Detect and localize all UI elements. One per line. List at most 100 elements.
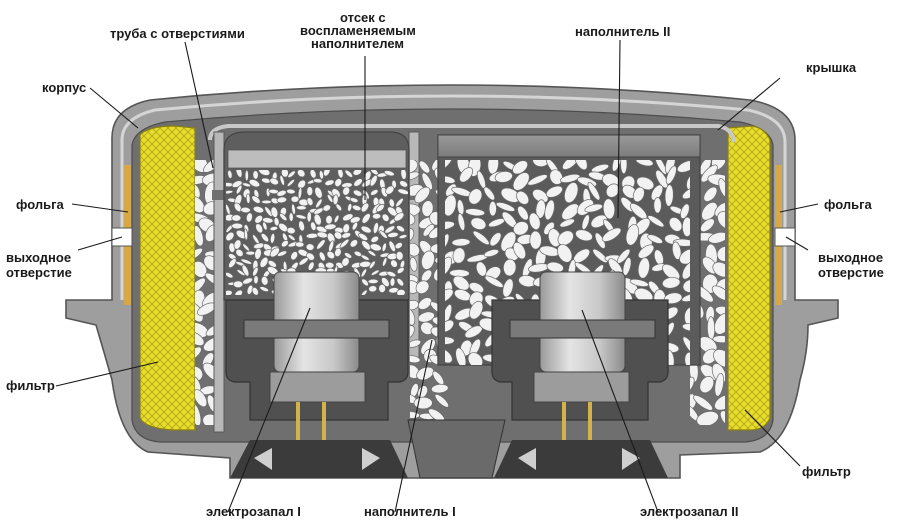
label-ignitor-2: электрозапал II: [640, 504, 738, 519]
pellet: [418, 160, 431, 174]
pellet: [235, 248, 244, 257]
pellet: [681, 187, 690, 200]
pellet: [260, 233, 270, 243]
pellet: [445, 175, 456, 184]
pellet: [383, 170, 395, 177]
pellet: [452, 275, 470, 291]
label-ignitor-1: электрозапал I: [206, 504, 301, 519]
pellet: [279, 213, 288, 222]
pellet: [341, 232, 352, 239]
pellet: [361, 213, 371, 224]
pellet: [417, 311, 435, 323]
labels: корпус труба с отверстиями отсек с воспл…: [6, 10, 884, 519]
pellet: [258, 170, 271, 176]
base-center: [407, 419, 506, 479]
pellet: [376, 203, 385, 213]
pellet: [269, 226, 279, 231]
pellet: [396, 289, 406, 295]
pellet: [195, 331, 205, 347]
label-outlet-right-line2: отверстие: [818, 265, 884, 280]
pellet: [314, 186, 323, 199]
pellet: [472, 230, 490, 246]
pellet: [647, 215, 665, 228]
pellet: [394, 242, 403, 250]
pellet: [235, 170, 243, 178]
pellet: [358, 232, 369, 241]
pellet: [333, 231, 343, 240]
pellet: [562, 160, 579, 170]
pellet: [470, 217, 487, 230]
pellet: [516, 190, 530, 205]
pellet: [264, 206, 273, 217]
pellet: [637, 244, 655, 259]
label-filter-left: фильтр: [6, 378, 55, 393]
pellet: [696, 410, 719, 425]
pellet: [494, 171, 513, 183]
pellet: [323, 170, 331, 177]
pellet: [718, 178, 725, 198]
pellet: [233, 239, 242, 250]
pellet: [590, 214, 608, 229]
pellet: [370, 235, 380, 243]
pellet: [195, 346, 202, 361]
pellet: [388, 240, 396, 253]
pellet: [252, 170, 259, 180]
pellet: [254, 247, 262, 260]
pellet: [410, 256, 418, 272]
pellet: [399, 180, 408, 188]
cover: [208, 124, 736, 143]
pellet: [279, 174, 285, 186]
pellet: [587, 181, 601, 201]
pellet: [557, 244, 573, 263]
perforated-tube-left-wall: [213, 131, 225, 433]
pellet: [332, 194, 339, 206]
pellet: [483, 186, 496, 201]
pellet: [549, 169, 563, 185]
pellet: [245, 212, 253, 223]
pellet: [395, 197, 404, 208]
pellet: [707, 316, 716, 341]
pellet: [281, 240, 289, 248]
pellet: [286, 188, 296, 195]
pellet: [361, 278, 369, 287]
label-outlet-right-line1: выходное: [818, 250, 883, 265]
pellet: [352, 170, 362, 176]
pellet: [527, 174, 548, 186]
pellet: [662, 264, 681, 281]
pellet: [226, 231, 235, 242]
pellet: [318, 251, 326, 262]
pellet: [352, 189, 363, 197]
pellet: [322, 204, 332, 212]
pellet: [351, 221, 358, 231]
label-outlet-left-line2: отверстие: [6, 265, 72, 280]
pellet: [681, 261, 690, 280]
pellet: [428, 408, 445, 420]
pellet: [512, 241, 527, 260]
pellet: [445, 256, 452, 276]
ignitor-1: [225, 271, 409, 478]
pellet: [334, 247, 342, 257]
pellet: [372, 213, 382, 220]
pellet: [574, 160, 588, 171]
pellet: [414, 186, 431, 204]
pellet: [529, 230, 542, 250]
pellet: [307, 261, 315, 271]
pellet: [378, 284, 386, 293]
pellet: [277, 250, 288, 257]
pellet: [517, 205, 529, 221]
pellet: [370, 189, 379, 196]
label-foil-left: фольга: [16, 197, 64, 212]
pellet: [306, 197, 314, 206]
pellet: [445, 347, 453, 364]
pellet: [262, 221, 268, 231]
pellet: [544, 199, 555, 221]
label-perforated-tube: труба с отверстиями: [110, 26, 245, 41]
pellet: [445, 220, 455, 231]
pellet: [368, 285, 378, 293]
pellet: [396, 225, 406, 233]
pellet: [716, 245, 725, 262]
pellet: [701, 201, 718, 221]
label-outlet-left-line1: выходное: [6, 250, 71, 265]
pellet: [381, 213, 390, 222]
pellet: [714, 312, 725, 335]
